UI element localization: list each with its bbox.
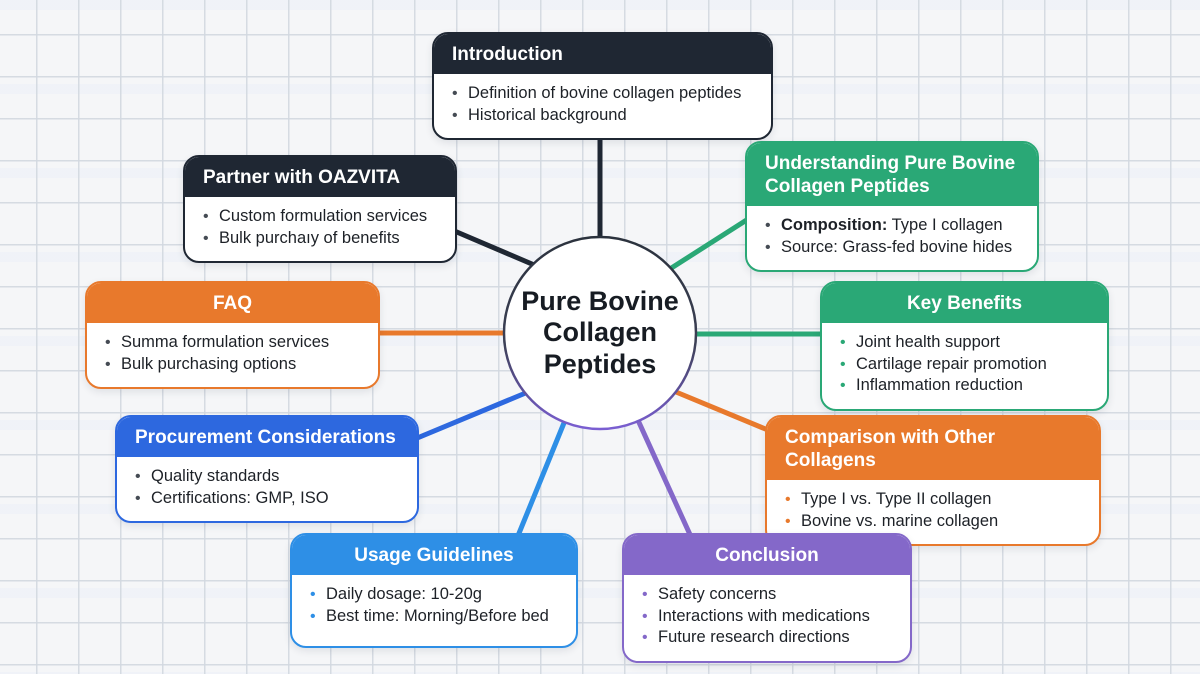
node-procurement[interactable]: Procurement ConsiderationsQuality standa…	[115, 415, 419, 524]
bullet-item: Historical background	[450, 105, 757, 127]
bullet-item: Type I vs. Type II collagen	[783, 489, 1085, 511]
bullet-item: Custom formulation services	[201, 206, 441, 228]
node-bullets: Daily dosage: 10-20gBest time: Morning/B…	[292, 575, 576, 639]
bullet-item: Interactions with medications	[640, 606, 896, 628]
node-title: Understanding Pure Bovine Collagen Pepti…	[747, 143, 1037, 207]
node-bullets: Quality standardsCertifications: GMP, IS…	[117, 457, 417, 521]
bullet-item: Quality standards	[133, 466, 403, 488]
bullet-item: Joint health support	[838, 332, 1093, 354]
node-title: Introduction	[434, 34, 771, 75]
bullet-item: Safety concerns	[640, 584, 896, 606]
bullet-item: Definition of bovine collagen peptides	[450, 83, 757, 105]
node-introduction[interactable]: IntroductionDefinition of bovine collage…	[432, 32, 773, 141]
bullet-item: Best time: Morning/Before bed	[308, 606, 562, 628]
node-title: Usage Guidelines	[292, 535, 576, 576]
node-title: Conclusion	[624, 535, 910, 576]
node-title: FAQ	[87, 283, 378, 324]
node-bullets: Summa formulation servicesBulk purchasin…	[87, 323, 378, 387]
bullet-item: Certifications: GMP, ISO	[133, 488, 403, 510]
bullet-item: Inflammation reduction	[838, 375, 1093, 397]
node-bullets: Joint health supportCartilage repair pro…	[822, 323, 1107, 409]
bullet-item: Daily dosage: 10-20g	[308, 584, 562, 606]
bullet-item: Source: Grass-fed bovine hides	[763, 237, 1023, 259]
central-node-circle[interactable]	[502, 235, 698, 431]
node-usage-guidelines[interactable]: Usage GuidelinesDaily dosage: 10-20gBest…	[290, 533, 578, 648]
node-title: Procurement Considerations	[117, 417, 417, 458]
bullet-item: Bulk purchasing options	[103, 354, 364, 376]
node-comparison[interactable]: Comparison with Other CollagensType I vs…	[765, 415, 1101, 547]
connector-understanding	[659, 211, 759, 277]
node-bullets: Definition of bovine collagen peptidesHi…	[434, 74, 771, 138]
bullet-item: Composition: Type I collagen	[763, 215, 1023, 237]
node-understanding[interactable]: Understanding Pure Bovine Collagen Pepti…	[745, 141, 1039, 273]
node-title: Key Benefits	[822, 283, 1107, 324]
node-bullets: Custom formulation servicesBulk purchaıy…	[185, 197, 455, 261]
bullet-item: Summa formulation services	[103, 332, 364, 354]
node-bullets: Composition: Type I collagenSource: Gras…	[747, 206, 1037, 270]
node-title: Partner with OAZVITA	[185, 157, 455, 198]
node-partner-with-oazvita[interactable]: Partner with OAZVITACustom formulation s…	[183, 155, 457, 264]
bullet-item: Cartilage repair promotion	[838, 354, 1093, 376]
node-bullets: Type I vs. Type II collagenBovine vs. ma…	[767, 480, 1099, 544]
connector-usage	[510, 415, 569, 551]
bullet-item: Bovine vs. marine collagen	[783, 511, 1085, 533]
node-title: Comparison with Other Collagens	[767, 417, 1099, 481]
node-conclusion[interactable]: ConclusionSafety concernsInteractions wi…	[622, 533, 912, 663]
node-key-benefits[interactable]: Key BenefitsJoint health supportCartilag…	[820, 281, 1109, 411]
node-bullets: Safety concernsInteractions with medicat…	[624, 575, 910, 661]
connector-procurement	[395, 389, 531, 449]
central-node-title: Pure Bovine Collagen Peptides	[521, 286, 679, 379]
connector-conclusion	[634, 415, 700, 553]
node-faq[interactable]: FAQSumma formulation servicesBulk purcha…	[85, 281, 380, 390]
bullet-item: Bulk purchaıy of benefits	[201, 228, 441, 250]
bullet-item: Future research directions	[640, 627, 896, 649]
